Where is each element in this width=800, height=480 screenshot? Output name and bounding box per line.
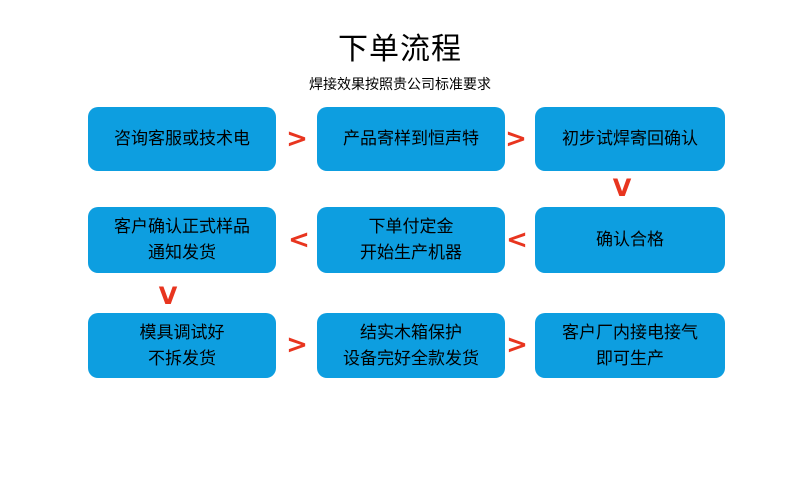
flow-node-line: 客户厂内接电接气 bbox=[562, 322, 698, 343]
flow-node-line: 咨询客服或技术电 bbox=[114, 129, 250, 149]
flow-node-line: 确认合格 bbox=[596, 230, 664, 250]
connector-arrow-right-icon: > bbox=[506, 330, 528, 360]
flow-node-n1[interactable]: 咨询客服或技术电 bbox=[88, 107, 276, 171]
flow-node-n6[interactable]: 确认合格 bbox=[535, 207, 725, 273]
flow-node-line: 结实木箱保护 bbox=[360, 322, 462, 343]
flow-node-n5[interactable]: 下单付定金 开始生产机器 bbox=[317, 207, 505, 273]
flow-node-n7[interactable]: 模具调试好 不拆发货 bbox=[88, 313, 276, 378]
flow-node-n9[interactable]: 客户厂内接电接气 即可生产 bbox=[535, 313, 725, 378]
connector-arrow-right-icon: > bbox=[505, 124, 527, 154]
flow-node-line: 设备完好全款发货 bbox=[343, 348, 479, 369]
flow-node-line: 产品寄样到恒声特 bbox=[343, 129, 479, 149]
page-title: 下单流程 bbox=[338, 32, 462, 67]
flow-node-line: 客户确认正式样品 bbox=[114, 217, 250, 237]
connector-arrow-left-icon: < bbox=[506, 225, 528, 255]
flow-node-n3[interactable]: 初步试焊寄回确认 bbox=[535, 107, 725, 171]
flow-node-n8[interactable]: 结实木箱保护 设备完好全款发货 bbox=[317, 313, 505, 378]
flow-node-line: 不拆发货 bbox=[148, 348, 216, 369]
flow-node-line: 初步试焊寄回确认 bbox=[562, 129, 698, 149]
flow-node-line: 开始生产机器 bbox=[360, 243, 462, 263]
connector-arrow-down-icon: V bbox=[158, 282, 178, 310]
flow-node-line: 下单付定金 bbox=[368, 217, 454, 237]
connector-arrow-left-icon: < bbox=[288, 225, 310, 255]
connector-arrow-right-icon: > bbox=[286, 330, 308, 360]
connector-arrow-down-icon: V bbox=[612, 174, 632, 202]
flow-node-n2[interactable]: 产品寄样到恒声特 bbox=[317, 107, 505, 171]
flow-node-line: 即可生产 bbox=[596, 348, 664, 369]
flow-node-line: 通知发货 bbox=[148, 243, 216, 263]
flow-node-line: 模具调试好 bbox=[139, 322, 225, 343]
flow-node-n4[interactable]: 客户确认正式样品 通知发货 bbox=[88, 207, 276, 273]
connector-arrow-right-icon: > bbox=[286, 124, 308, 154]
page-subtitle: 焊接效果按照贵公司标准要求 bbox=[309, 77, 491, 93]
